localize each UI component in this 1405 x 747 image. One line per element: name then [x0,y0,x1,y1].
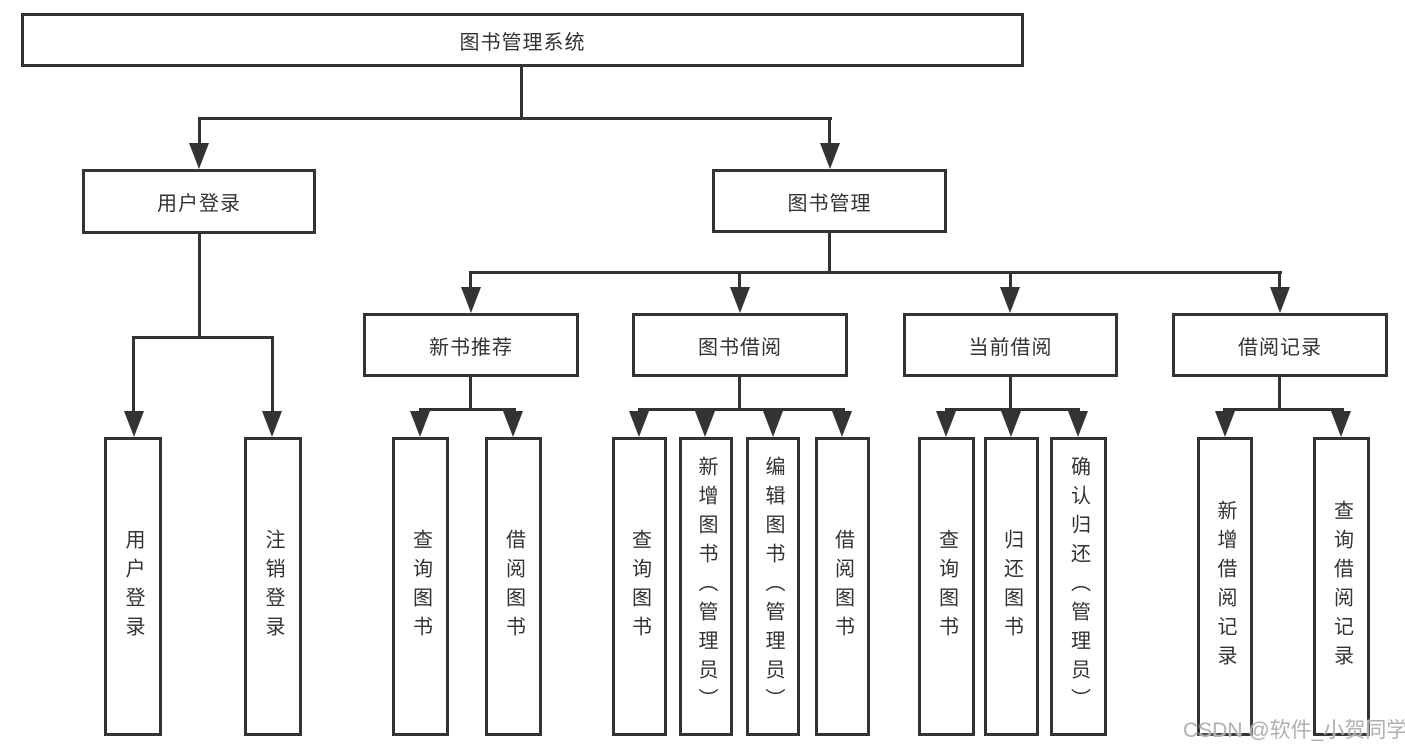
arrow-down-icon [936,411,956,437]
connector-current-borrow-split [945,408,1080,411]
connector-to-current-borrow [1009,271,1012,291]
node-book-borrow: 图书借阅 [632,313,848,377]
connector-borrow-record-stem [1278,377,1281,410]
arrow-down-icon [1068,411,1088,437]
leaf-logout: 注销登录 [244,437,302,736]
arrow-down-icon [124,411,144,437]
leaf-label: 借阅图书 [831,528,854,645]
connector-to-book-management [828,117,831,147]
leaf-user-login: 用户登录 [104,437,162,736]
arrow-down-icon [503,411,523,437]
connector-to-borrow-record [1278,271,1281,291]
arrow-down-icon [820,143,840,169]
connector-book-management-split [469,271,1282,274]
connector-root-stem [520,67,523,118]
arrow-down-icon [410,411,430,437]
arrow-down-icon [262,411,282,437]
connector-to-leaf [132,336,135,415]
connector-book-borrow-split [638,408,845,411]
connector-book-management-stem [828,233,831,273]
leaf-query-books-recommend: 查询图书 [392,437,449,736]
connector-root-split [198,117,832,120]
leaf-label: 用户登录 [122,528,144,645]
arrow-down-icon [1001,411,1021,437]
node-book-management: 图书管理 [712,169,947,233]
arrow-down-icon [189,143,209,169]
arrow-down-icon [832,411,852,437]
connector-to-leaf [271,336,274,415]
node-label: 用户登录 [157,193,241,215]
leaf-label: 确认归还（管理员） [1067,456,1090,717]
arrow-down-icon [1270,287,1290,313]
leaf-borrow-books: 借阅图书 [815,437,870,736]
arrow-down-icon [1000,287,1020,313]
connector-current-borrow-stem [1009,377,1012,410]
leaf-label: 新增借阅记录 [1214,499,1236,674]
leaf-label: 查询图书 [628,528,651,645]
connector-new-book-split [419,408,516,411]
connector-user-login-stem [198,234,201,336]
connector-to-new-book [469,271,472,291]
node-new-book-recommend: 新书推荐 [363,313,579,377]
leaf-label: 编辑图书（管理员） [762,456,784,717]
leaf-edit-books-admin: 编辑图书（管理员） [746,437,800,736]
node-label: 图书借阅 [698,336,782,359]
node-label: 图书管理系统 [459,31,586,54]
leaf-query-books-current: 查询图书 [918,437,975,736]
leaf-label: 新增图书（管理员） [695,456,717,717]
connector-user-login-split [132,336,274,339]
node-label: 图书管理 [787,192,872,215]
arrow-down-icon [1215,411,1235,437]
leaf-label: 注销登录 [262,528,284,645]
arrow-down-icon [695,411,715,437]
connector-new-book-stem [469,377,472,410]
leaf-add-borrow-record: 新增借阅记录 [1197,437,1253,736]
leaf-query-borrow-record: 查询借阅记录 [1313,437,1370,736]
node-user-login: 用户登录 [82,169,316,234]
leaf-confirm-return-admin: 确认归还（管理员） [1050,437,1107,736]
node-label: 当前借阅 [968,336,1053,359]
csdn-watermark: CSDN @软件_小贺同学 [1183,719,1405,742]
arrow-down-icon [629,411,649,437]
leaf-label: 查询借阅记录 [1330,499,1353,674]
connector-to-user-login [198,117,201,147]
leaf-query-books-borrow: 查询图书 [612,437,667,736]
leaf-label: 归还图书 [1000,528,1023,645]
connector-to-book-borrow [738,271,741,291]
node-label: 借阅记录 [1238,336,1322,359]
leaf-label: 查询图书 [935,528,958,645]
leaf-add-books-admin: 新增图书（管理员） [679,437,733,736]
node-borrow-record: 借阅记录 [1172,313,1388,377]
connector-book-borrow-stem [738,377,741,410]
node-label: 新书推荐 [429,336,513,359]
leaf-label: 查询图书 [409,528,432,645]
arrow-down-icon [763,411,783,437]
leaf-label: 借阅图书 [502,528,525,645]
arrow-down-icon [730,287,750,313]
node-root-library-system: 图书管理系统 [21,13,1024,67]
arrow-down-icon [461,287,481,313]
arrow-down-icon [1331,411,1351,437]
connector-borrow-record-split [1223,408,1344,411]
leaf-return-books: 归还图书 [984,437,1039,736]
node-current-borrow: 当前借阅 [903,313,1118,377]
leaf-borrow-books-recommend: 借阅图书 [485,437,542,736]
